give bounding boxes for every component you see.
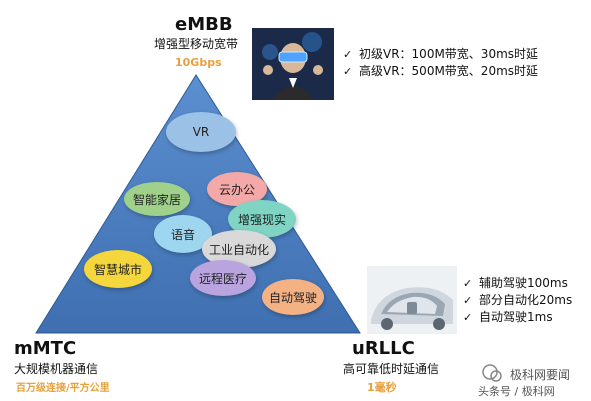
- embb-bullet-list: ✓初级VR：100M带宽、30ms时延 ✓高级VR：500M带宽、20ms时延: [343, 46, 538, 80]
- bubble-smart-home: 智能家居: [124, 182, 190, 216]
- vr-headset-photo: [252, 28, 334, 100]
- bubble-augmented-reality: 增强现实: [228, 200, 296, 238]
- check-icon: ✓: [343, 65, 353, 78]
- bubble-autonomous-driving: 自动驾驶: [262, 279, 324, 315]
- watermark-text: 头条号 / 极科网: [478, 385, 555, 398]
- mmtc-subtitle: 大规模机器通信: [14, 362, 99, 376]
- bubble-remote-medical: 远程医疗: [190, 260, 256, 296]
- bubble-smart-city: 智慧城市: [84, 250, 152, 288]
- watermark-logo-icon: [481, 362, 503, 384]
- car-image: [367, 266, 457, 334]
- check-icon: ✓: [463, 277, 473, 290]
- check-icon: ✓: [463, 294, 473, 307]
- mmtc-value: 百万级连接/平方公里: [16, 383, 110, 394]
- bubble-vr: VR: [166, 112, 236, 152]
- check-icon: ✓: [343, 48, 353, 61]
- urllc-value: 1毫秒: [367, 381, 397, 394]
- bubble-voice: 语音: [154, 215, 212, 253]
- embb-bullet-item: ✓高级VR：500M带宽、20ms时延: [343, 64, 539, 78]
- car-interior-photo: [367, 266, 457, 334]
- urllc-subtitle: 高可靠低时延通信: [343, 362, 440, 376]
- embb-value: 10Gbps: [175, 56, 222, 69]
- watermark-top: 极科网要闻: [510, 368, 571, 382]
- mmtc-title: mMTC: [14, 338, 77, 359]
- check-icon: ✓: [463, 311, 473, 324]
- bubble-cloud-office: 云办公: [207, 172, 267, 206]
- embb-title: eMBB: [175, 14, 233, 35]
- urllc-bullet-list: ✓辅助驾驶100ms ✓部分自动化20ms ✓自动驾驶1ms: [463, 275, 572, 326]
- embb-bullet-item: ✓初级VR：100M带宽、30ms时延: [343, 47, 539, 61]
- urllc-title: uRLLC: [352, 338, 415, 359]
- urllc-bullet-item: ✓部分自动化20ms: [463, 293, 573, 307]
- urllc-bullet-item: ✓自动驾驶1ms: [463, 310, 553, 324]
- embb-subtitle: 增强型移动宽带: [154, 37, 239, 51]
- urllc-bullet-item: ✓辅助驾驶100ms: [463, 276, 568, 290]
- vr-person-image: [252, 28, 334, 100]
